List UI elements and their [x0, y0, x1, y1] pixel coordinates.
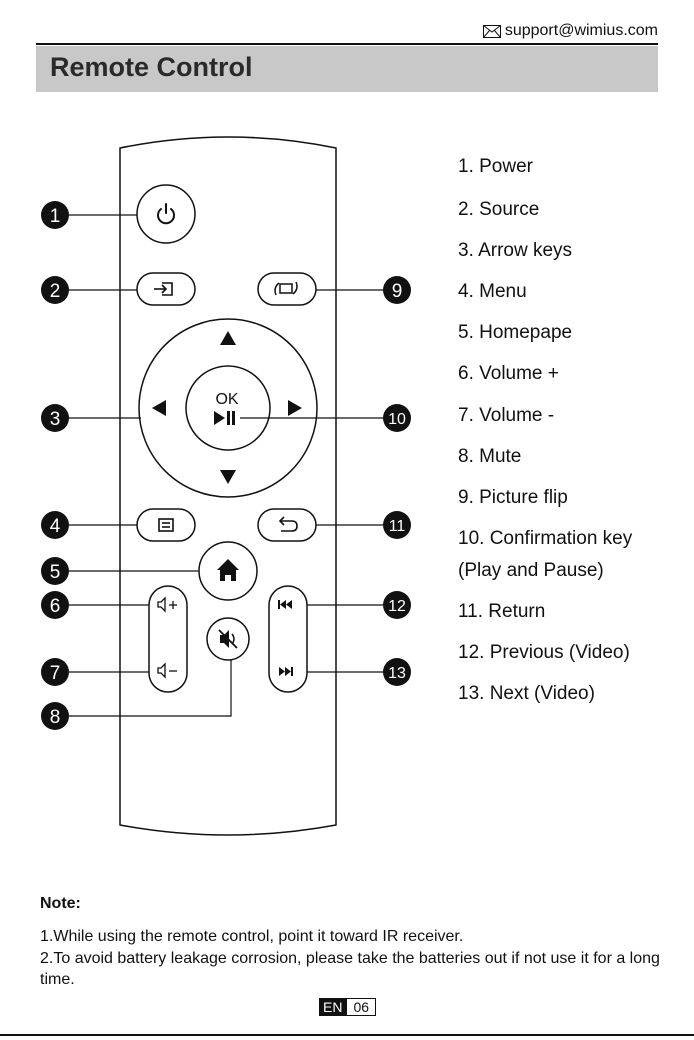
header-rule — [36, 43, 658, 45]
envelope-icon — [482, 24, 501, 38]
legend-item: 2. Source — [458, 199, 540, 220]
flip-icon — [274, 281, 298, 296]
play-pause-icon — [214, 411, 235, 425]
legend-item: (Play and Pause) — [458, 560, 604, 581]
legend-item: 10. Confirmation key — [458, 528, 633, 549]
note-line-2: 2.To avoid battery leakage corrosion, pl… — [40, 950, 660, 988]
support-email: support@wimius.com — [482, 22, 658, 40]
callout-badge-11 — [383, 511, 411, 539]
callout-badge-13 — [383, 658, 411, 686]
legend-item: 5. Homepape — [458, 322, 573, 343]
track-rocker — [268, 585, 308, 693]
volume-up-icon — [157, 596, 177, 613]
legend-item: 4. Menu — [458, 281, 527, 302]
legend-item: 7. Volume - — [458, 405, 555, 426]
callout-badge-1 — [41, 201, 69, 229]
callout-9: 9 — [392, 281, 403, 302]
callout-badge-8 — [41, 702, 69, 730]
callout-13: 13 — [388, 665, 406, 682]
callout-8: 8 — [50, 707, 61, 728]
source-icon — [154, 282, 173, 296]
arrow-right-icon — [288, 400, 302, 416]
callout-5: 5 — [50, 562, 61, 583]
page-number: 06 — [346, 998, 377, 1016]
mute-icon — [218, 629, 238, 649]
arrow-left-icon — [152, 400, 166, 416]
volume-rocker — [148, 585, 188, 693]
callout-badge-4 — [41, 511, 69, 539]
menu-button — [136, 508, 196, 542]
return-icon — [278, 516, 298, 532]
picture-flip-button — [257, 272, 317, 306]
volume-down-icon — [157, 662, 177, 679]
legend-item: 6. Volume + — [458, 363, 559, 384]
callout-4: 4 — [50, 516, 61, 537]
note-line-1: 1.While using the remote control, point … — [40, 928, 464, 945]
callout-12: 12 — [388, 598, 406, 615]
return-button — [257, 508, 317, 542]
remote-diagram: OK — [41, 136, 411, 836]
callout-3: 3 — [50, 409, 61, 430]
ok-play-pause-button — [185, 365, 271, 451]
legend-item: 11. Return — [458, 601, 546, 622]
callout-badge-5 — [41, 557, 69, 585]
legend-item: 8. Mute — [458, 446, 522, 467]
callout-2: 2 — [50, 281, 61, 302]
callout-badge-3 — [41, 404, 69, 432]
legend-item: 3. Arrow keys — [458, 240, 573, 261]
home-icon — [217, 559, 239, 581]
legend-item: 12. Previous (Video) — [458, 642, 630, 663]
leader-8 — [69, 660, 232, 717]
legend-item: 9. Picture flip — [458, 487, 568, 508]
note-title: Note: — [40, 895, 81, 912]
callout-badge-9 — [383, 276, 411, 304]
callout-10: 10 — [388, 411, 406, 428]
page-title: Remote Control — [50, 52, 253, 82]
callout-1: 1 — [50, 206, 61, 227]
menu-icon — [158, 518, 174, 532]
callout-11: 11 — [389, 518, 406, 535]
footer-rule — [0, 1034, 694, 1036]
arrow-up-icon — [220, 331, 236, 345]
callout-badge-2 — [41, 276, 69, 304]
arrow-down-icon — [220, 470, 236, 484]
page-footer: EN 06 — [319, 998, 377, 1016]
support-email-text: support@wimius.com — [504, 22, 658, 39]
previous-icon — [278, 600, 292, 609]
callout-badge-12 — [383, 591, 411, 619]
callout-badge-10 — [383, 404, 411, 432]
next-icon — [279, 667, 293, 676]
power-icon — [157, 203, 175, 225]
callout-badge-6 — [41, 591, 69, 619]
callout-6: 6 — [50, 596, 61, 617]
title-band: Remote Control — [36, 46, 658, 92]
legend-item: 13. Next (Video) — [458, 683, 595, 704]
legend-item: 1. Power — [458, 156, 533, 177]
ok-label: OK — [215, 391, 238, 408]
callout-7: 7 — [50, 663, 61, 684]
callout-badge-7 — [41, 658, 69, 686]
language-badge: EN — [319, 998, 347, 1016]
